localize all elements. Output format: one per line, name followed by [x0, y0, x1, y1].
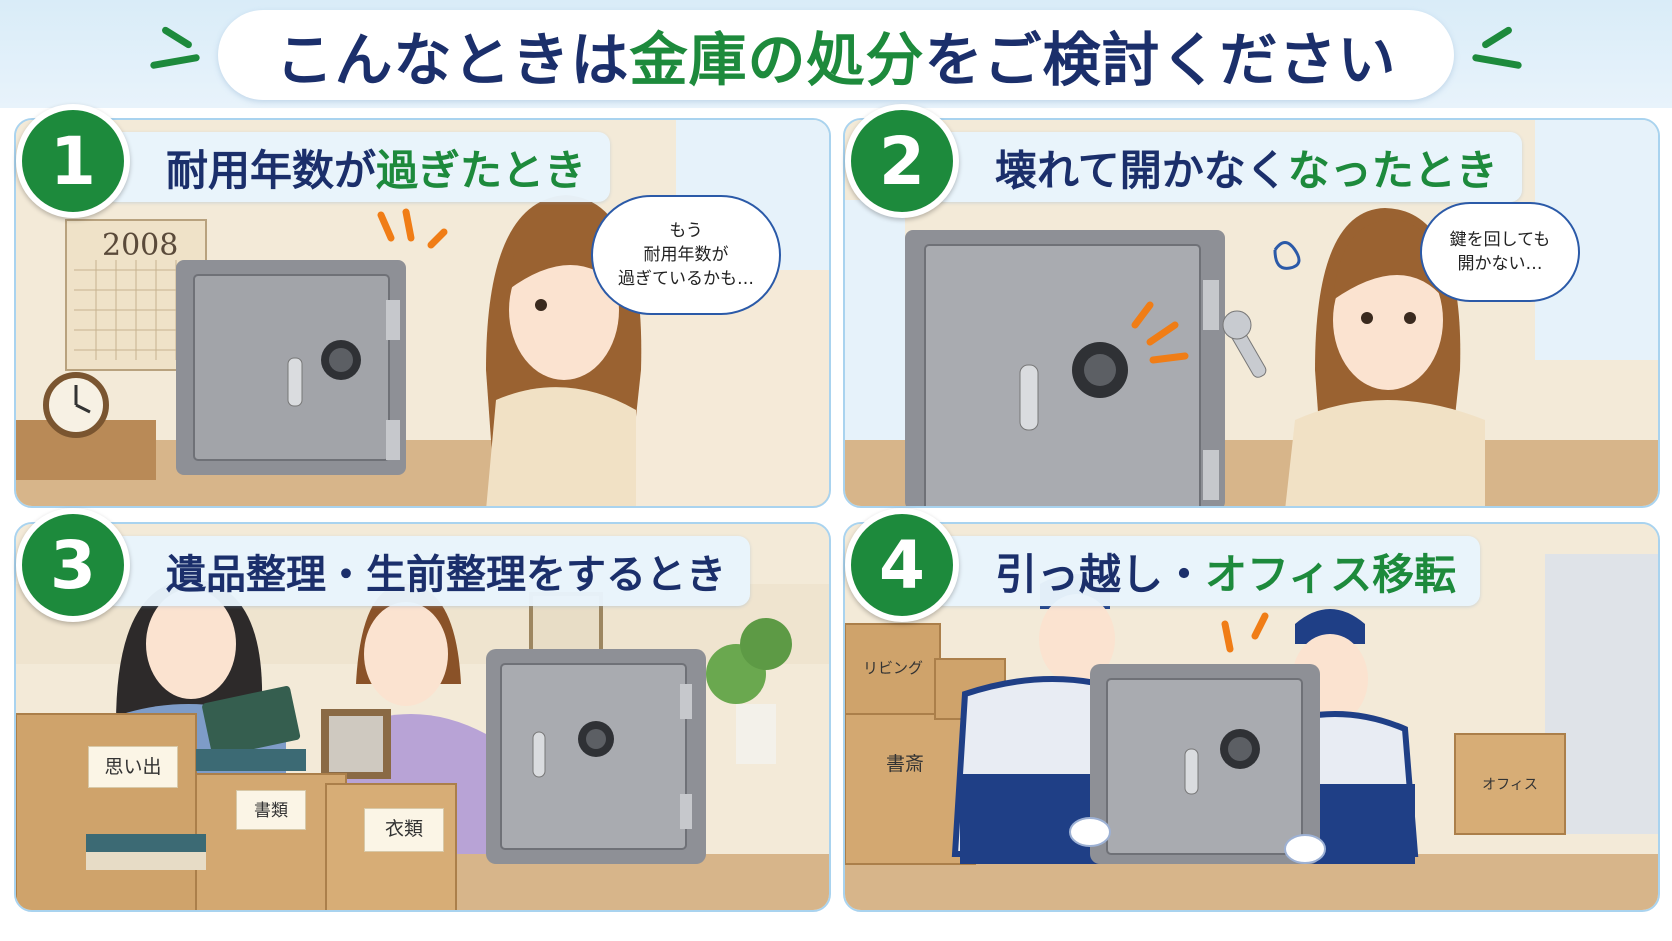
- panel-2: 壊れて開かなくなったとき 鍵を回しても 開かない…: [843, 118, 1660, 508]
- panel-4: リビング 書斎 オフィス 引っ越し・オフィス移転: [843, 522, 1660, 912]
- number-badge-4: 4: [845, 508, 959, 622]
- box-label-study: 書斎: [885, 753, 924, 775]
- box-label-living: リビング: [862, 659, 923, 677]
- panel-3: 思い出 書類 衣類 遺品整理・生前整理をするとき: [14, 522, 831, 912]
- panel-1: 2008 耐用年数が過ぎたとき もう 耐用年数が 過ぎているかも…: [14, 118, 831, 508]
- panel-1-title-dark: 耐用年数が: [166, 145, 377, 195]
- panel-2-title-dark: 壊れて開かなく: [995, 145, 1288, 195]
- title-part2: をご検討ください: [924, 26, 1397, 94]
- panel-4-title-green: オフィス移転: [1205, 549, 1457, 599]
- title-part1: こんなときは: [275, 26, 630, 94]
- page-title: こんなときは金庫の処分をご検討ください: [218, 10, 1454, 100]
- box-label-clothes: 衣類: [364, 808, 444, 852]
- panel-4-label: 引っ越し・オフィス移転: [933, 536, 1481, 606]
- box-label-memories: 思い出: [88, 746, 178, 788]
- panel-2-label: 壊れて開かなくなったとき: [933, 132, 1522, 202]
- title-highlight: 金庫の処分: [629, 26, 925, 94]
- box-label-documents: 書類: [236, 790, 306, 830]
- number-badge-2: 2: [845, 104, 959, 218]
- box-label-office: オフィス: [1482, 777, 1538, 793]
- panel-3-label: 遺品整理・生前整理をするとき: [104, 536, 750, 606]
- number-badge-3: 3: [16, 508, 130, 622]
- number-badge-1: 1: [16, 104, 130, 218]
- panel-2-speech-bubble: 鍵を回しても 開かない…: [1420, 202, 1580, 302]
- panel-1-title-green: 過ぎたとき: [376, 145, 587, 195]
- panel-1-label: 耐用年数が過ぎたとき: [104, 132, 611, 202]
- calendar-year: 2008: [102, 228, 179, 263]
- right-accent-icon: [1466, 25, 1526, 80]
- panel-4-title-dark: 引っ越し・: [995, 549, 1206, 599]
- panel-2-title-green: なったとき: [1287, 145, 1498, 195]
- panel-3-title-dark: 遺品整理・生前整理をするとき: [166, 552, 726, 598]
- left-accent-icon: [149, 25, 210, 80]
- panel-1-speech-bubble: もう 耐用年数が 過ぎているかも…: [591, 195, 781, 315]
